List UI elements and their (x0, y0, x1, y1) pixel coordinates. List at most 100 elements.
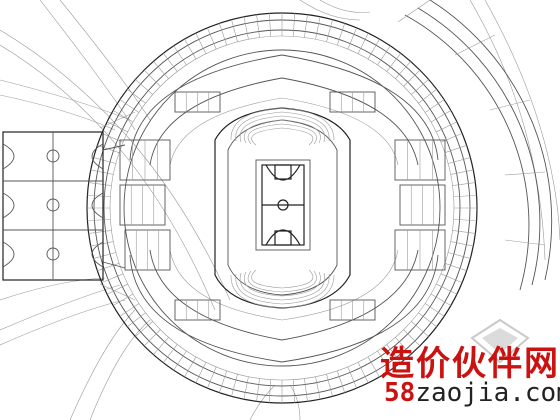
seat-row-south (247, 270, 317, 293)
radial-tick (243, 376, 249, 400)
radial-tick (386, 53, 401, 72)
radial-tick (424, 99, 445, 113)
radial-tick (135, 321, 153, 337)
seating-bowl (214, 107, 351, 309)
seat-row-south (251, 269, 314, 289)
radial-tick (119, 303, 140, 317)
radial-tick (403, 69, 421, 87)
radial-tick (440, 273, 463, 283)
seat-row-north (247, 123, 317, 145)
radial-tick (444, 263, 467, 271)
radial-tick (90, 241, 114, 247)
service-room-blocks (119, 91, 446, 321)
seat-row-north (230, 107, 335, 141)
walkways (99, 111, 136, 301)
seating-rows (230, 107, 335, 309)
radial-tick (163, 53, 178, 72)
east-canopy (397, 0, 553, 291)
radial-tick (143, 329, 161, 347)
seat-row-north (244, 119, 321, 144)
radial-tick (135, 79, 153, 95)
court-arc-left (2, 143, 15, 170)
radial-tick (112, 110, 134, 123)
radial-tick (219, 23, 227, 46)
radial-tick (453, 194, 477, 198)
radial-tick (268, 13, 272, 37)
radial-tick (304, 378, 308, 402)
radial-tick (395, 61, 411, 79)
radial-tick (88, 230, 112, 234)
radial-tick (377, 45, 391, 66)
radial-tick (411, 321, 429, 337)
seat-row-south (244, 271, 321, 297)
radial-tick (315, 376, 321, 400)
radial-tick (337, 23, 345, 46)
radial-tick (430, 293, 452, 306)
radial-tick (184, 38, 197, 60)
court-arc-left (2, 241, 15, 268)
radial-tick (268, 379, 272, 403)
radial-tick (101, 273, 124, 283)
seat-row-north (235, 111, 330, 142)
radial-tick (195, 362, 207, 384)
radial-tick (418, 312, 437, 327)
radial-tick (452, 230, 476, 234)
radial-tick (93, 252, 116, 259)
seat-row-north (239, 115, 325, 143)
watermark-url-suffix: zaojia.com (415, 378, 560, 408)
radial-tick (436, 283, 458, 295)
radial-tick (292, 13, 296, 37)
radial-tick (403, 329, 421, 347)
radial-tick (153, 61, 169, 79)
radial-tick (256, 378, 260, 402)
radial-tick (430, 110, 452, 123)
radial-tick (93, 157, 116, 164)
radial-tick (173, 45, 187, 66)
court-arc-right (91, 241, 104, 268)
watermark-url: 58zaojia.com (384, 378, 560, 408)
radial-tick (395, 337, 411, 355)
radial-tick (231, 374, 238, 397)
radial-tick (444, 145, 467, 153)
radial-tick (367, 38, 380, 60)
court-arc-right (91, 143, 104, 170)
radial-tick (315, 16, 321, 40)
radial-tick (357, 32, 369, 54)
watermark-chinese: 造价伙伴网 (380, 344, 560, 384)
structural-radials (87, 13, 477, 403)
radial-tick (357, 362, 369, 384)
radial-tick (163, 344, 178, 363)
radial-tick (440, 133, 463, 143)
radial-tick (119, 99, 140, 113)
radial-tick (219, 370, 227, 393)
watermark-logo-icon (470, 318, 530, 364)
radial-tick (448, 252, 471, 259)
radial-tick (326, 19, 333, 42)
seat-row-south (235, 273, 330, 305)
radial-tick (256, 14, 260, 38)
radial-tick (326, 374, 333, 397)
radial-tick (153, 337, 169, 355)
radial-tick (386, 344, 401, 363)
radial-tick (436, 121, 458, 133)
radial-tick (367, 356, 380, 378)
radial-tick (448, 157, 471, 164)
concourse-rooms (129, 54, 439, 363)
radial-tick (173, 350, 187, 371)
radial-tick (411, 79, 429, 95)
outdoor-courts (2, 131, 104, 281)
radial-tick (292, 379, 296, 403)
radial-tick (207, 366, 217, 389)
main-basketball-court (255, 159, 311, 251)
radial-tick (195, 32, 207, 54)
radial-tick (143, 69, 161, 87)
radial-tick (243, 16, 249, 40)
radial-tick (90, 169, 114, 175)
radial-tick (112, 293, 134, 306)
radial-tick (127, 89, 146, 104)
radial-tick (450, 169, 474, 175)
radial-tick (88, 182, 112, 186)
seat-row-south (239, 272, 325, 301)
